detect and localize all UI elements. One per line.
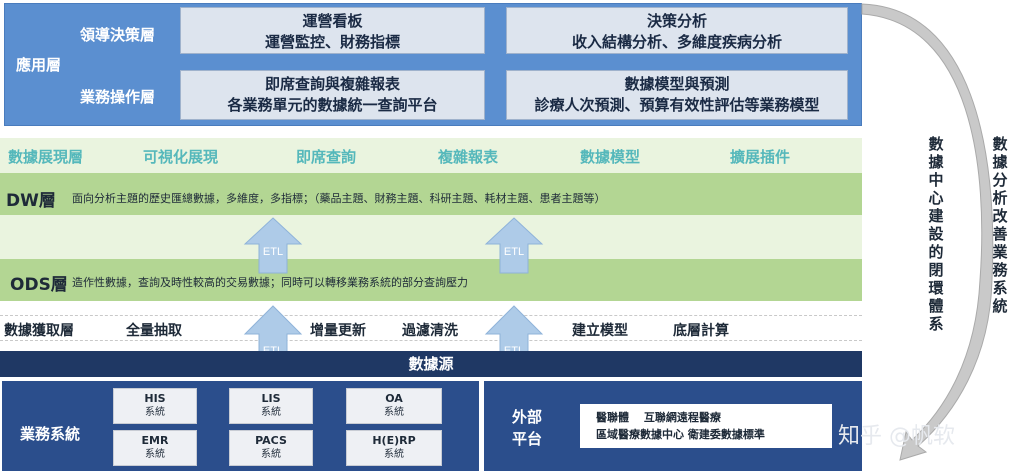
adhoc-query-title: 即席查詢與複雜報表	[264, 75, 400, 93]
dw-layer-description: 面向分析主題的歷史匯總數據，多維度，多指標；（藥品主題、財務主題、科研主題、耗材…	[72, 192, 606, 205]
system-sub: 系統	[145, 449, 165, 460]
ods-layer-description: 造作性數據，查詢及時性較高的交易數據；同時可以轉移業務系統的部分查詢壓力	[72, 276, 468, 289]
data-model-box: 數據模型與預測 診療人次預測、預算有效性評估等業務模型	[506, 70, 848, 120]
acquisition-item-base-compute: 底層計算	[673, 323, 729, 339]
system-name: H(E)RP	[372, 434, 416, 447]
ods-layer-band	[0, 259, 862, 301]
adhoc-query-box: 即席查詢與複雜報表 各業務單元的數據統一查詢平台	[180, 70, 485, 120]
system-name: PACS	[255, 434, 287, 447]
presentation-item-complex-report: 複雜報表	[438, 148, 499, 166]
decision-analysis-box: 決策分析 收入結構分析、多維度疾病分析	[506, 7, 848, 54]
system-box-his: HIS 系統	[113, 388, 197, 424]
external-platform-line1: 醫聯體 互聯網遠程醫療	[596, 411, 721, 424]
system-name: HIS	[144, 392, 166, 405]
system-name: LIS	[261, 392, 281, 405]
presentation-layer-label: 數據展現層	[8, 148, 84, 166]
presentation-item-data-model: 數據模型	[580, 148, 641, 166]
acquisition-layer-label: 數據獲取層	[4, 323, 74, 339]
watermark: 知乎 @帆软	[838, 424, 955, 449]
presentation-item-adhoc-query: 即席查詢	[296, 148, 357, 166]
dw-layer-band	[0, 173, 862, 215]
closed-loop-curved-arrow	[861, 3, 994, 461]
acquisition-item-incremental-update: 增量更新	[310, 323, 366, 339]
operation-layer-label: 業務操作層	[80, 88, 156, 106]
data-model-subtitle: 診療人次預測、預算有效性評估等業務模型	[534, 96, 820, 114]
etl-arrow-upper-left-label: ETL	[263, 246, 283, 258]
adhoc-query-subtitle: 各業務單元的數據統一查詢平台	[227, 96, 438, 114]
business-systems-label: 業務系統	[20, 425, 81, 443]
dw-layer-title: DW層	[6, 191, 56, 211]
acquisition-item-full-extract: 全量抽取	[126, 323, 182, 339]
closed-loop-outer-text: 數據分析改善業務系統	[992, 135, 1008, 315]
system-name: EMR	[141, 434, 169, 447]
operations-dashboard-subtitle: 運營監控、財務指標	[264, 33, 400, 51]
external-platform-box: 醫聯體 互聯網遠程醫療 區域醫療數據中心 衛建委數據標準	[578, 402, 834, 450]
application-layer-label: 應用層	[16, 56, 62, 74]
system-sub: 系統	[384, 449, 404, 460]
system-sub: 系統	[384, 407, 404, 418]
system-sub: 系統	[261, 407, 281, 418]
decision-analysis-title: 決策分析	[646, 12, 707, 30]
external-platform-line2: 區域醫療數據中心 衛建委數據標準	[596, 428, 765, 441]
system-box-oa: OA 系統	[346, 388, 442, 424]
operations-dashboard-box: 運營看板 運營監控、財務指標	[180, 7, 485, 54]
data-source-bar: 數據源	[0, 351, 862, 377]
operations-dashboard-title: 運營看板	[302, 12, 363, 30]
presentation-item-visualization: 可視化展現	[143, 148, 219, 166]
acquisition-item-build-model: 建立模型	[572, 323, 628, 339]
presentation-layer-band	[0, 138, 862, 173]
etl-arrow-upper-left: ETL	[243, 217, 303, 274]
external-platform-label-line2: 平台	[512, 430, 543, 448]
ods-layer-title: ODS層	[10, 275, 68, 295]
system-box-pacs: PACS 系統	[229, 430, 313, 466]
presentation-item-extension-plugin: 擴展插件	[730, 148, 791, 166]
system-box-lis: LIS 系統	[229, 388, 313, 424]
system-sub: 系統	[145, 407, 165, 418]
system-sub: 系統	[261, 449, 281, 460]
closed-loop-inner-text: 數據中心建設的閉環體系	[928, 135, 944, 333]
system-box-herp: H(E)RP 系統	[346, 430, 442, 466]
etl-arrow-upper-right: ETL	[484, 217, 544, 274]
decision-analysis-subtitle: 收入結構分析、多維度疾病分析	[571, 33, 782, 51]
system-name: OA	[385, 392, 403, 405]
etl-arrow-upper-right-label: ETL	[504, 246, 524, 258]
system-box-emr: EMR 系統	[113, 430, 197, 466]
etl-gap-band	[0, 215, 862, 259]
acquisition-item-filter-clean: 過濾清洗	[402, 323, 458, 339]
data-model-title: 數據模型與預測	[624, 75, 730, 93]
acquisition-layer-row	[0, 315, 862, 341]
external-platform-label-line1: 外部	[512, 408, 543, 426]
decision-layer-label: 領導決策層	[80, 26, 156, 44]
